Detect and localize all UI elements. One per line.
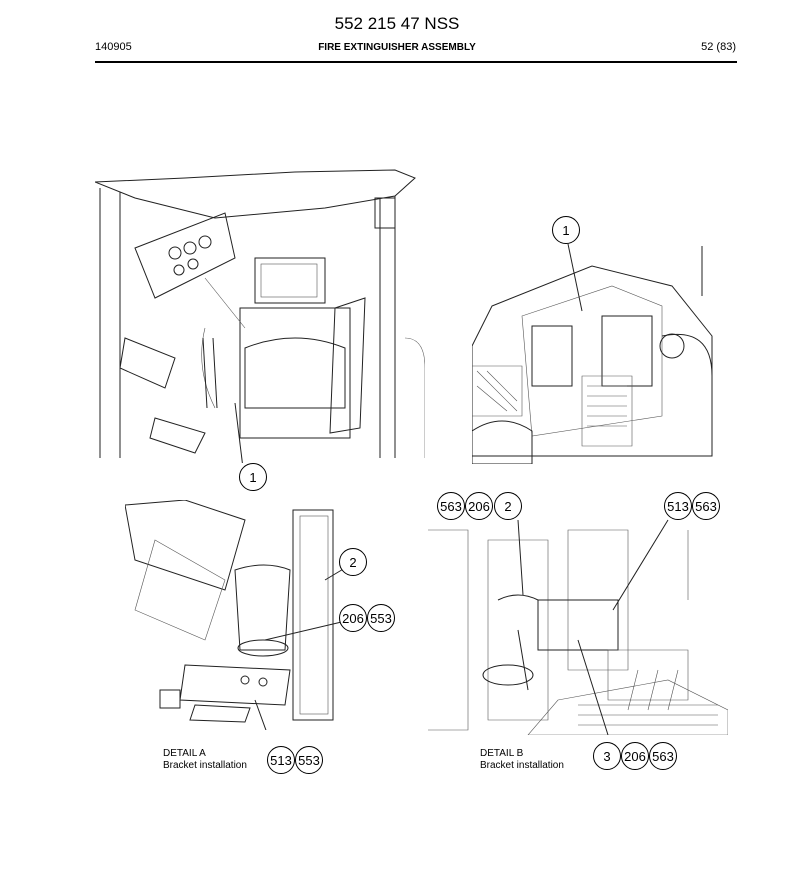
page-number: 52 (83) [701,41,736,53]
callout-3: 3 [593,742,621,770]
machine-exterior-illustration: 1 [472,216,722,464]
date-code: 140905 [95,41,132,53]
callout-206: 206 [339,604,367,632]
callout-206: 206 [465,492,493,520]
callout-563: 563 [692,492,720,520]
detail-b-caption: DETAIL B Bracket installation [480,748,564,772]
callout-563: 563 [437,492,465,520]
callout-513: 513 [664,492,692,520]
callout-2: 2 [494,492,522,520]
detail-b-illustration: 563 206 2 513 563 3 206 563 DETAIL B Bra… [428,490,728,790]
callout-2: 2 [339,548,367,576]
callout-553: 553 [295,746,323,774]
callout-206: 206 [621,742,649,770]
detail-a-subtitle: Bracket installation [163,760,247,771]
detail-a-illustration: 2 206 553 513 553 DETAIL A Bracket insta… [125,500,415,790]
callout-513: 513 [267,746,295,774]
detail-b-title: DETAIL B [480,748,524,759]
callout-563: 563 [649,742,677,770]
header-rule [95,61,737,63]
detail-b-subtitle: Bracket installation [480,760,564,771]
page-title: FIRE EXTINGUISHER ASSEMBLY [318,42,476,53]
detail-a-title: DETAIL A [163,748,206,759]
callout-553: 553 [367,604,395,632]
cab-interior-illustration: 1 [95,168,425,491]
doc-number: 552 215 47 NSS [334,14,460,33]
callout-1: 1 [552,216,580,244]
callout-1: 1 [239,463,267,491]
detail-a-caption: DETAIL A Bracket installation [163,748,247,772]
